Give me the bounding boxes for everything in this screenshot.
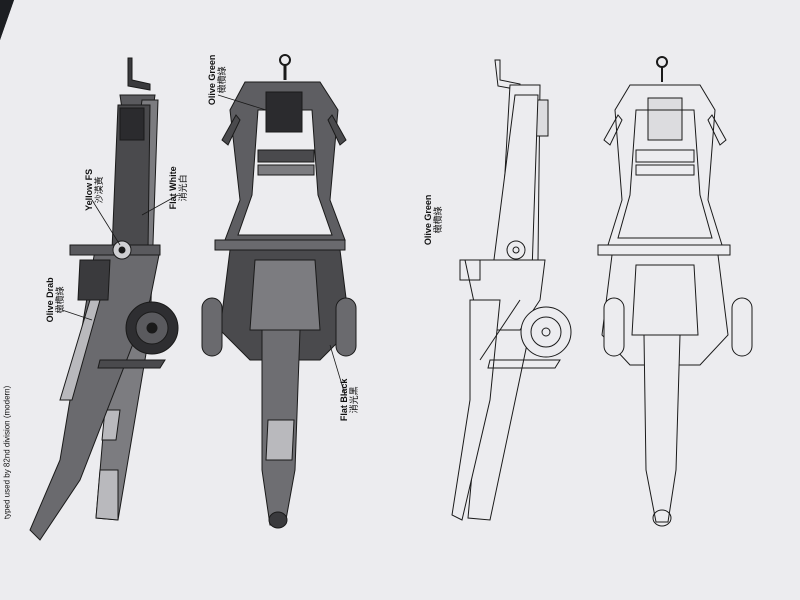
label-olive-green-line: Olive Green 橄欖綠	[423, 190, 444, 250]
label-olive-green-top: Olive Green 橄欖綠	[207, 50, 228, 110]
howitzer-top-view-line	[597, 56, 753, 527]
page-caption-text: typed used by 82nd division (modern)	[2, 385, 12, 520]
label-flat-white: Flat White 消光白	[168, 161, 189, 215]
label-zh: 橄欖綠	[433, 206, 443, 234]
label-zh: 消光黑	[349, 386, 359, 414]
label-olive-drab: Olive Drab 橄欖綠	[45, 272, 66, 328]
howitzer-side-view-line	[451, 59, 572, 521]
howitzer-side-view-shaded	[29, 57, 179, 541]
howitzer-top-view-shaded	[201, 54, 357, 529]
label-yellow-fs: Yellow FS 沙漠黃	[84, 163, 105, 217]
label-zh: 橄欖綠	[217, 66, 227, 94]
callout-leader-lines	[61, 94, 346, 396]
label-zh: 沙漠黃	[94, 176, 104, 204]
label-flat-black: Flat Black 消光黑	[339, 372, 360, 428]
label-zh: 橄欖綠	[55, 286, 65, 314]
label-zh: 消光白	[178, 174, 188, 202]
page-caption: typed used by 82nd division (modern)	[2, 362, 13, 542]
